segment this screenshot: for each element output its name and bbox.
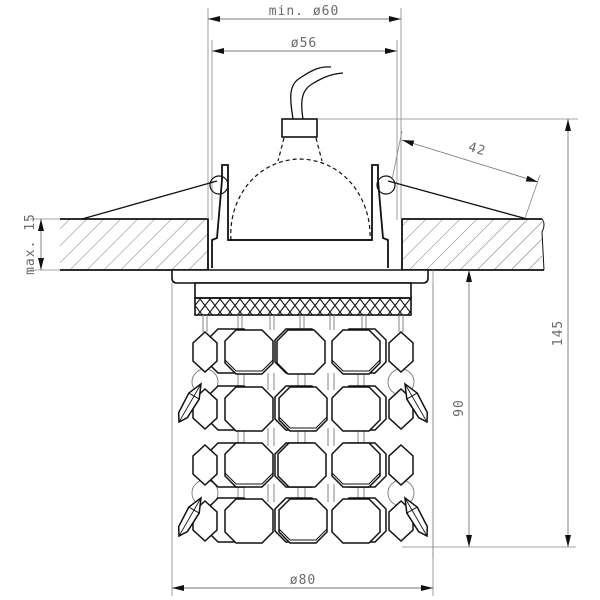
dimension-42: 42 [391, 130, 541, 219]
dimension-label: min. ø60 [269, 4, 340, 19]
dimension-label: 90 [452, 399, 467, 417]
dimension-90: 90 [452, 270, 472, 547]
dimension-max-15: max. 15 [23, 213, 60, 275]
dimension-label: 145 [551, 320, 566, 346]
dimension-label: max. 15 [23, 213, 38, 275]
dimension-label: ø80 [290, 573, 316, 588]
ceiling-left [60, 218, 209, 271]
ceiling-right [401, 218, 545, 271]
dimension-145: 145 [551, 119, 571, 547]
spring-clip-right [376, 175, 528, 220]
lamp-bulb-hidden [230, 137, 371, 241]
dimension-label: 42 [466, 140, 487, 160]
crystal-skirt [173, 315, 433, 544]
lamp-socket [281, 118, 318, 138]
power-cable [290, 66, 344, 120]
spring-clip-left [81, 175, 229, 220]
crystal-holder [194, 282, 412, 316]
trim-ring [171, 269, 429, 284]
dimension-80: ø80 [171, 283, 434, 596]
dimension-56: ø56 [212, 36, 397, 54]
housing [211, 164, 389, 268]
dimension-label: ø56 [291, 36, 317, 51]
dimension-min-60: min. ø60 [208, 4, 401, 22]
